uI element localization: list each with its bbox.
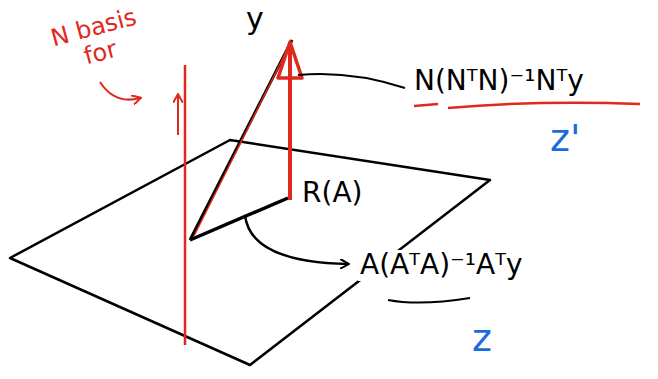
formula-label: A(AᵀA)⁻¹Aᵀy (358, 250, 525, 281)
symbol-label: z' (548, 118, 582, 160)
vector-y (190, 40, 292, 240)
normal-line (184, 65, 187, 345)
underline (448, 103, 640, 108)
projection-z-prime (288, 48, 292, 200)
underline (414, 104, 438, 106)
normal-arrow (177, 95, 179, 135)
symbol-label: z (470, 318, 494, 360)
arrowhead (278, 42, 302, 78)
vector-label: y (244, 2, 266, 35)
formula-label: N(NᵀN)⁻¹Nᵀy (412, 66, 586, 97)
underline (388, 298, 470, 303)
subspace-label: R(A) (300, 178, 364, 209)
leader-line (298, 74, 405, 88)
note-label: N basis for (35, 0, 159, 80)
pointer-arrow (100, 82, 140, 100)
projection-z (190, 198, 288, 240)
vector-y-trace (194, 48, 288, 236)
pointer-arrow (245, 215, 348, 264)
